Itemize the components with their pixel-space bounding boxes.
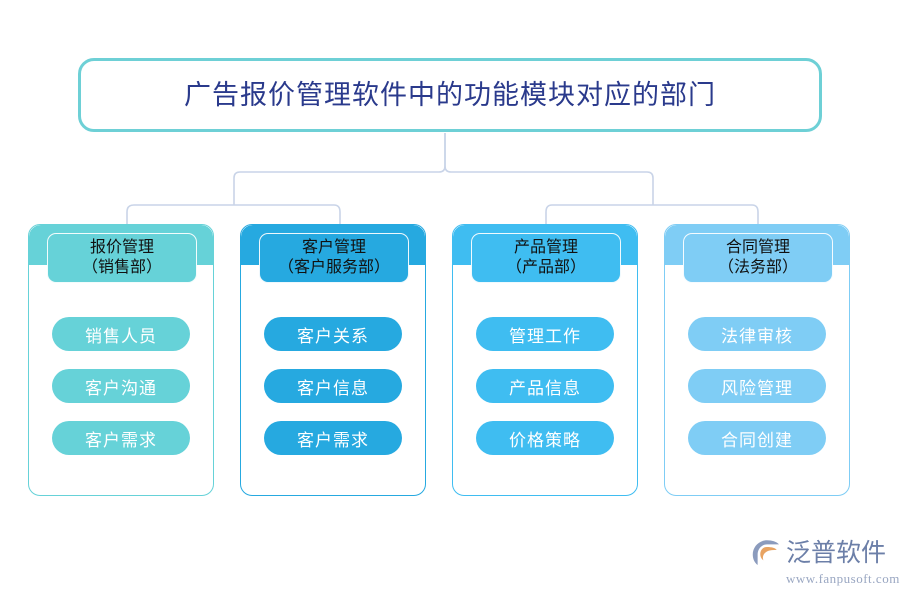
list-item[interactable]: 销售人员 (52, 317, 190, 351)
card-title-4: 合同管理 （法务部） (683, 233, 833, 284)
card-title-department-3: （产品部） (505, 258, 586, 276)
list-item[interactable]: 风险管理 (688, 369, 826, 403)
card-title-name-4: 合同管理 (725, 239, 790, 256)
department-card-2[interactable]: 客户管理 （客户服务部） 客户关系 客户信息 客户需求 (240, 224, 426, 496)
card-items-1: 销售人员 客户沟通 客户需求 (29, 317, 213, 455)
card-title-2: 客户管理 （客户服务部） (259, 233, 409, 284)
card-items-2: 客户关系 客户信息 客户需求 (241, 317, 425, 455)
connector-left-branch (233, 133, 446, 205)
card-title-department-2: （客户服务部） (277, 258, 390, 276)
connector-to-column-3 (545, 204, 653, 224)
list-item[interactable]: 客户需求 (264, 421, 402, 455)
connector-to-column-4 (653, 204, 759, 224)
list-item[interactable]: 客户沟通 (52, 369, 190, 403)
connector-to-column-1 (126, 204, 234, 224)
list-item[interactable]: 客户信息 (264, 369, 402, 403)
card-title-name-1: 报价管理 (89, 239, 154, 256)
list-item[interactable]: 合同创建 (688, 421, 826, 455)
card-title-name-2: 客户管理 (301, 239, 366, 256)
diagram-title-box: 广告报价管理软件中的功能模块对应的部门 (78, 58, 822, 132)
list-item[interactable]: 产品信息 (476, 369, 614, 403)
list-item[interactable]: 法律审核 (688, 317, 826, 351)
watermark-logo: 泛普软件 www.fanpusoft.com (752, 538, 899, 588)
card-title-3: 产品管理 （产品部） (471, 233, 621, 284)
logo-url: www.fanpusoft.com (786, 571, 900, 586)
card-items-4: 法律审核 风险管理 合同创建 (665, 317, 849, 455)
list-item[interactable]: 客户需求 (52, 421, 190, 455)
logo-name: 泛普软件 (786, 539, 887, 567)
logo-row: 泛普软件 (752, 538, 886, 568)
list-item[interactable]: 客户关系 (264, 317, 402, 351)
card-items-3: 管理工作 产品信息 价格策略 (453, 317, 637, 455)
connector-right-branch (444, 133, 654, 205)
department-card-4[interactable]: 合同管理 （法务部） 法律审核 风险管理 合同创建 (664, 224, 850, 496)
card-title-department-4: （法务部） (717, 258, 798, 276)
card-title-name-3: 产品管理 (513, 239, 578, 256)
card-title-1: 报价管理 （销售部） (47, 233, 197, 284)
page-title: 广告报价管理软件中的功能模块对应的部门 (184, 79, 716, 110)
card-title-department-1: （销售部） (81, 258, 162, 276)
list-item[interactable]: 价格策略 (476, 421, 614, 455)
department-card-3[interactable]: 产品管理 （产品部） 管理工作 产品信息 价格策略 (452, 224, 638, 496)
fanpu-swoosh-icon (752, 540, 779, 565)
list-item[interactable]: 管理工作 (476, 317, 614, 351)
connector-to-column-2 (234, 204, 341, 224)
department-card-1[interactable]: 报价管理 （销售部） 销售人员 客户沟通 客户需求 (28, 224, 214, 496)
